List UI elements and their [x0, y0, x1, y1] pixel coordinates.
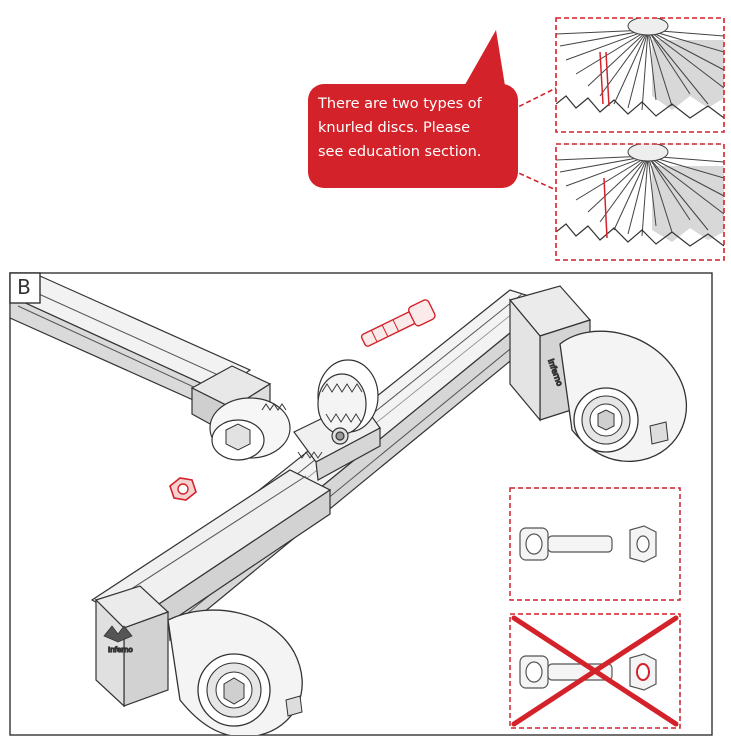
detail-frame-bottom [555, 143, 725, 261]
red-bolt-icon [360, 299, 436, 347]
cross-rail [90, 469, 332, 648]
wrong-bolt-icon [519, 655, 613, 689]
left-end-block: Inferno [94, 585, 170, 708]
knurled-disc-detail-top [556, 18, 724, 132]
svg-text:Inferno: Inferno [108, 646, 133, 654]
detail-frame-top [555, 17, 725, 133]
knurled-hub-left [209, 397, 291, 461]
leader-line-top [511, 87, 557, 111]
callout-line-1: There are two types of [318, 96, 482, 112]
callout-text: There are two types of knurled discs. Pl… [318, 92, 508, 164]
hex-nut-icon [629, 525, 657, 563]
cross-out-icon [511, 615, 679, 727]
callout-line-2: knurled discs. Please [318, 120, 471, 136]
right-arm [559, 330, 687, 462]
callout-line-3: see education section. [318, 144, 482, 160]
socket-head-bolt-icon [519, 527, 613, 561]
leader-line-bottom [511, 169, 557, 191]
wrong-nut-icon [629, 653, 657, 691]
panel-label: B [17, 275, 31, 299]
upper-left-profile [10, 275, 272, 438]
red-nut-icon [169, 477, 197, 501]
panel-label-box [9, 272, 41, 304]
left-arm [167, 609, 303, 735]
knurled-disc-detail-bottom [556, 144, 724, 260]
callout-bubble [308, 30, 518, 188]
knurled-disc-icon [293, 359, 381, 481]
